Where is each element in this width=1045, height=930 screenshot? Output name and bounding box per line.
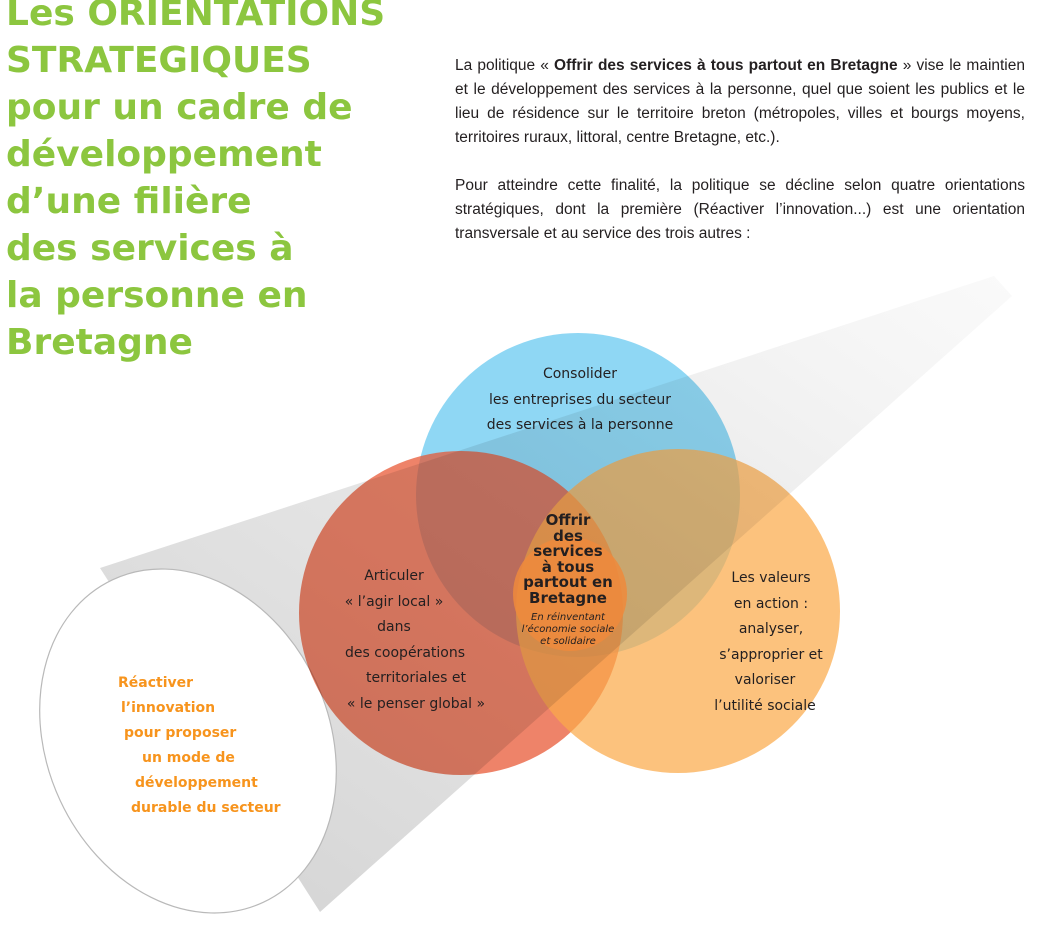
label-valeurs: Les valeurs en action : analyser, s’appr… (714, 570, 823, 714)
label-articuler: Articuler « l’agir local » dans des coop… (344, 568, 486, 712)
intro-paragraph-2: Pour atteindre cette finalité, la politi… (455, 177, 1025, 242)
center-label: Offrir des services à tous partout en Br… (508, 511, 628, 648)
circle-valeurs (516, 449, 840, 773)
label-innovation: Réactiver l’innovation pour proposer un … (118, 675, 281, 816)
intro-text: La politique « Offrir des services à tou… (455, 54, 1025, 270)
title-line: Bretagne (6, 322, 193, 363)
title-line: la personne en (6, 275, 308, 316)
center-sub-text: En réinventant l’économie sociale et sol… (521, 612, 615, 647)
center-main-text: Offrir des services à tous partout en Br… (523, 511, 613, 607)
center-circle (513, 537, 627, 651)
title-line: d’une filière (6, 181, 252, 222)
title-line: développement (6, 134, 322, 175)
policy-name: Offrir des services à tous partout en Br… (554, 57, 898, 74)
title-line: Les ORIENTATIONS (6, 0, 386, 34)
title-line: STRATEGIQUES (6, 40, 312, 81)
label-consolider: Consolider les entreprises du secteur de… (486, 366, 674, 433)
page-title: Les ORIENTATIONS STRATEGIQUES pour un ca… (6, 0, 426, 366)
intro-paragraph-1: La politique « Offrir des services à tou… (455, 57, 1025, 146)
title-line: pour un cadre de (6, 87, 353, 128)
title-line: des services à (6, 228, 294, 269)
